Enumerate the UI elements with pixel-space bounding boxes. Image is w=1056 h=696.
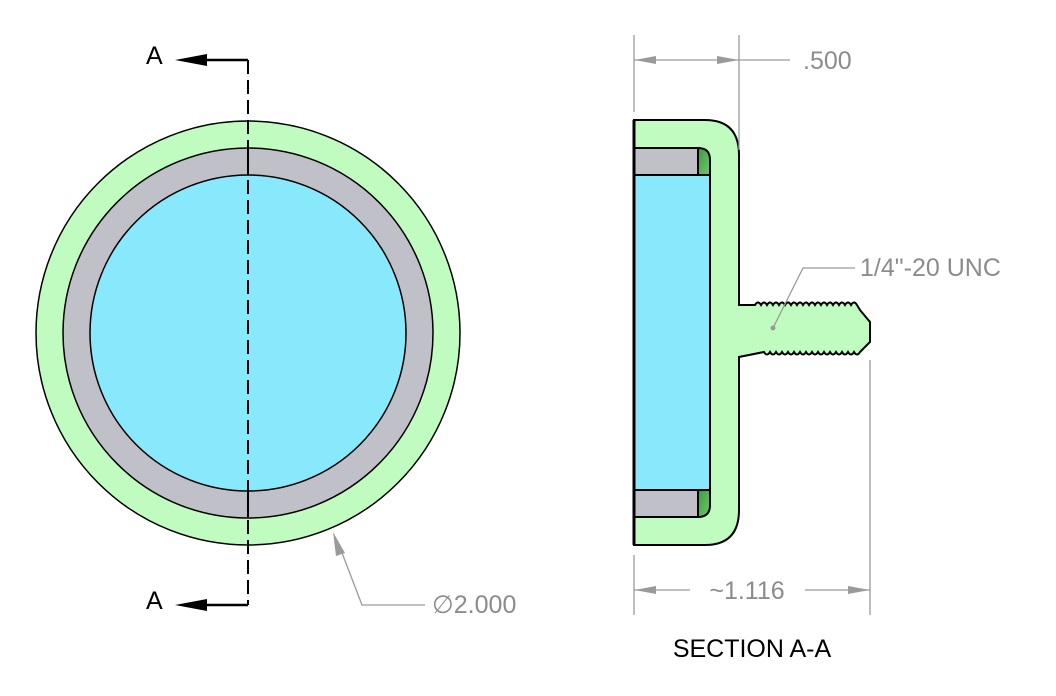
dim-arrow-icon bbox=[634, 56, 656, 64]
diameter-symbol: ∅ bbox=[432, 591, 454, 619]
section-title: SECTION A-A bbox=[673, 635, 832, 663]
diameter-value: 2.000 bbox=[454, 591, 517, 619]
adhesive-top bbox=[697, 146, 711, 176]
ring-top bbox=[633, 147, 699, 176]
magnet bbox=[633, 174, 711, 491]
front-view: A A ∅2.000 bbox=[35, 42, 516, 619]
leader-arrow-icon bbox=[333, 532, 345, 556]
thread-callout: 1/4"-20 UNC bbox=[860, 254, 1001, 282]
adhesive-bottom bbox=[697, 489, 711, 519]
arrow-head-icon bbox=[175, 599, 207, 611]
dim-arrow-icon bbox=[717, 56, 739, 64]
diameter-dimension: ∅2.000 bbox=[432, 591, 516, 619]
length-dimension: ~1.116 bbox=[709, 577, 784, 605]
section-view: .500 1/4"-20 UNC ~1.116 SECTION A-A bbox=[632, 35, 1001, 663]
dim-arrow-icon bbox=[634, 586, 656, 594]
section-label-top: A bbox=[146, 42, 163, 70]
dim-arrow-icon bbox=[848, 586, 870, 594]
arrow-head-icon bbox=[175, 54, 207, 66]
section-label-bottom: A bbox=[146, 587, 163, 615]
ring-bottom bbox=[633, 489, 699, 518]
depth-dimension: .500 bbox=[803, 47, 852, 75]
